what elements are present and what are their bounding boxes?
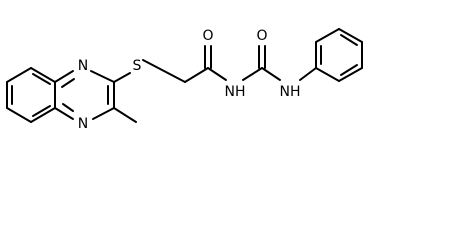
methyl-bond (113, 107, 137, 123)
urea-nh-bond (261, 67, 281, 81)
molecular-structure: N N S O NH O NH (6, 28, 363, 132)
atom-label-nh-phenyl: NH (280, 84, 301, 100)
nh-phenyl-bond (299, 67, 317, 81)
ch2-carbonyl-bond (184, 67, 209, 83)
atom-label-nh-amide: NH (225, 84, 246, 100)
c-s-bond (113, 72, 131, 83)
atom-label-oxygen-amide: O (202, 28, 213, 44)
atom-label-sulfur: S (133, 58, 142, 74)
nh-urea-bond (242, 67, 263, 81)
phenyl-ring (315, 28, 363, 82)
atom-label-n-bottom: N (78, 116, 88, 132)
pyrazine-ring (54, 70, 115, 120)
benzo-ring (6, 67, 56, 123)
carbonyl-nh-bond (207, 67, 227, 81)
s-ch2-bond (142, 59, 186, 83)
atom-label-n-top: N (78, 58, 88, 74)
atom-label-oxygen-urea: O (256, 28, 267, 44)
